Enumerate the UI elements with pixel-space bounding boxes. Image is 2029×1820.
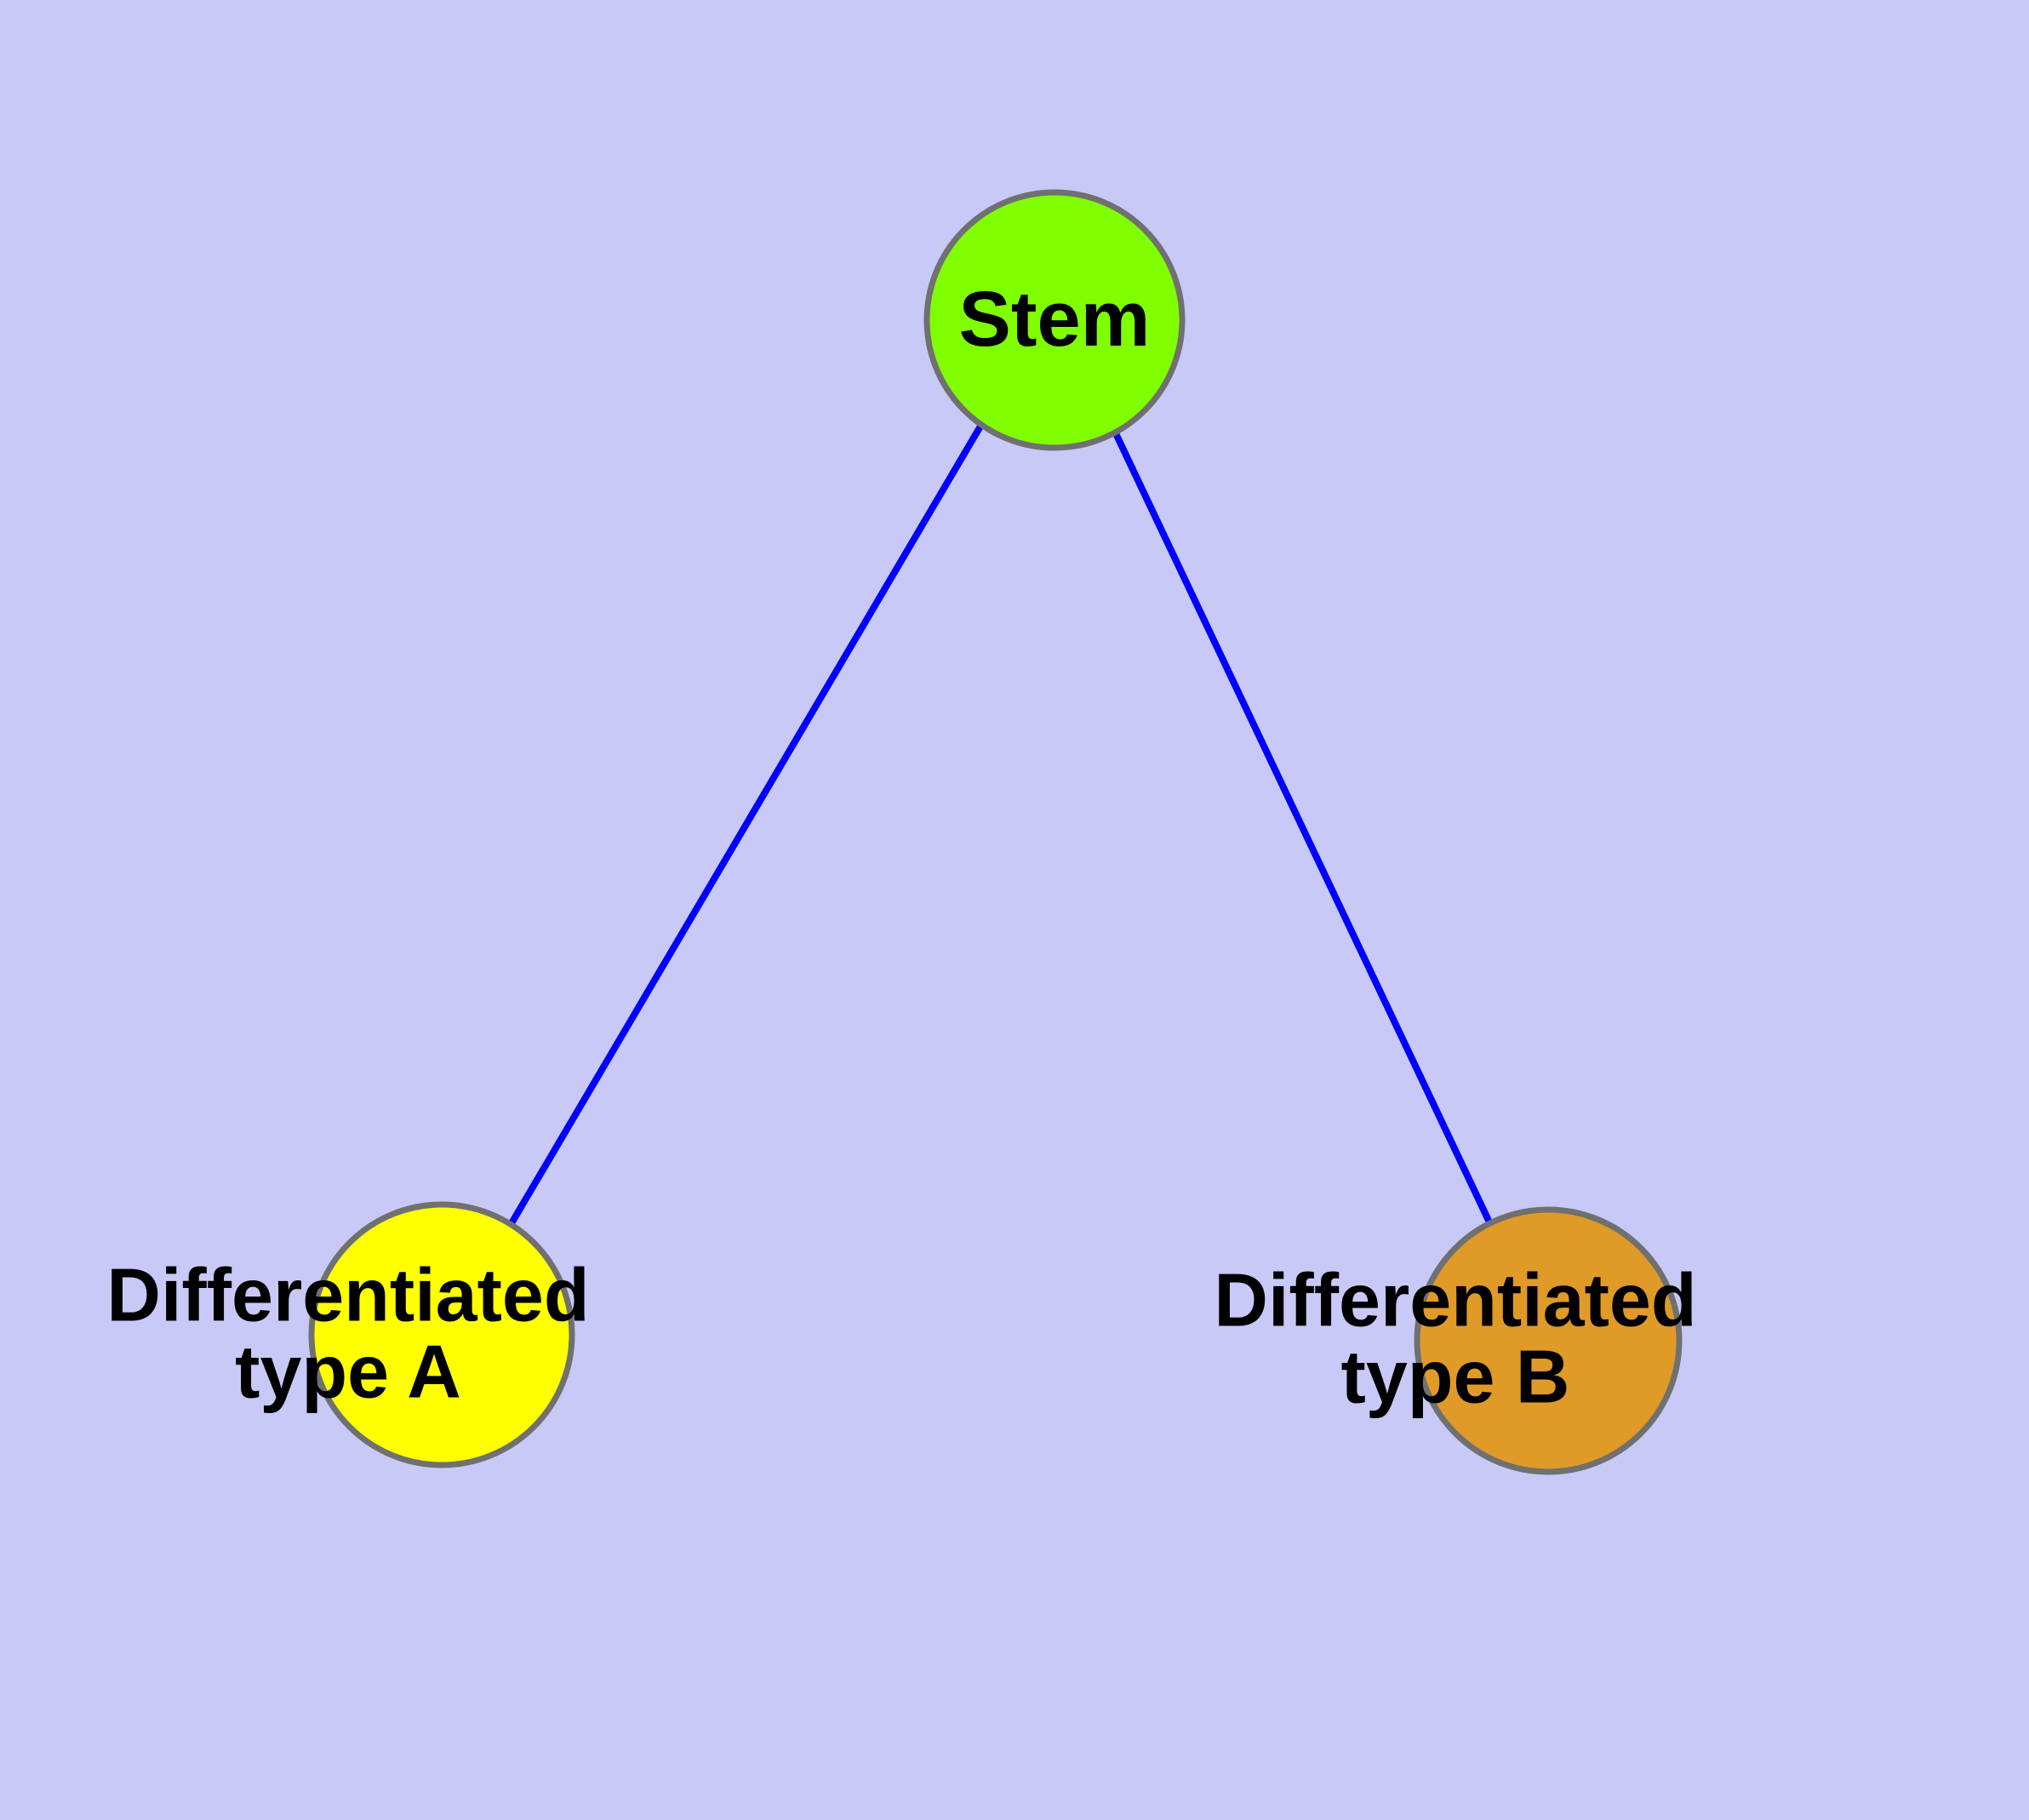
node-stem[interactable] bbox=[923, 189, 1186, 451]
edge-layer bbox=[508, 422, 1495, 1228]
node-layer bbox=[308, 189, 1683, 1475]
edge-stem-to-differentiated-type-a[interactable] bbox=[508, 422, 985, 1226]
node-differentiated-type-b[interactable] bbox=[1414, 1206, 1683, 1475]
edge-stem-to-differentiated-type-b[interactable] bbox=[1111, 428, 1495, 1228]
node-differentiated-type-a[interactable] bbox=[308, 1201, 575, 1468]
